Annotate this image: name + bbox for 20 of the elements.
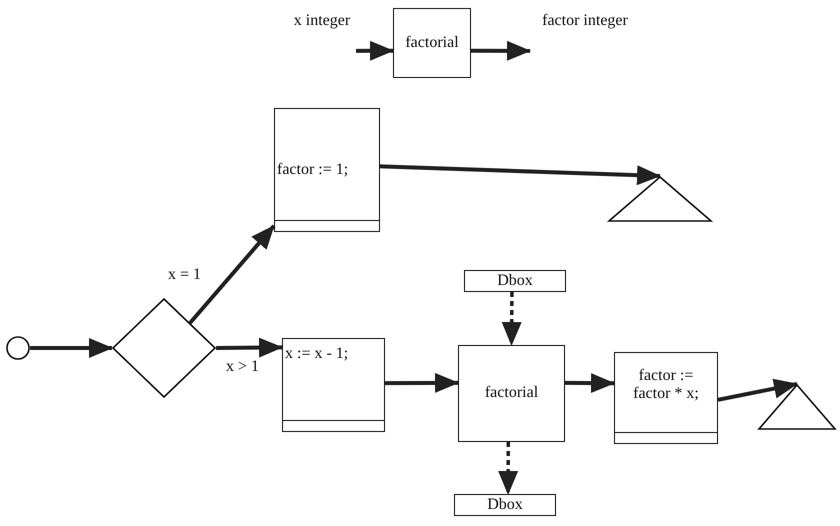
process-box: factor := factor * x; [614,352,718,444]
data-box: Dbox [464,270,566,292]
arrow [498,442,518,495]
arrow [30,338,113,358]
process-box: x := x - 1; [282,338,385,432]
arrow [380,164,661,186]
process-box: factorial [458,345,565,442]
arrow [718,378,798,402]
arrow [502,292,522,346]
arrow [188,224,276,324]
data-box: Dbox [454,494,556,516]
type-label: x integer [294,12,350,30]
process-box: factor := 1; [274,108,380,232]
arrow [471,40,531,61]
arrow [356,40,394,61]
type-label: factor integer [542,12,628,30]
process-box: factorial [393,8,471,78]
arrow [216,338,283,358]
arrow [564,373,615,394]
arrow [385,372,459,393]
